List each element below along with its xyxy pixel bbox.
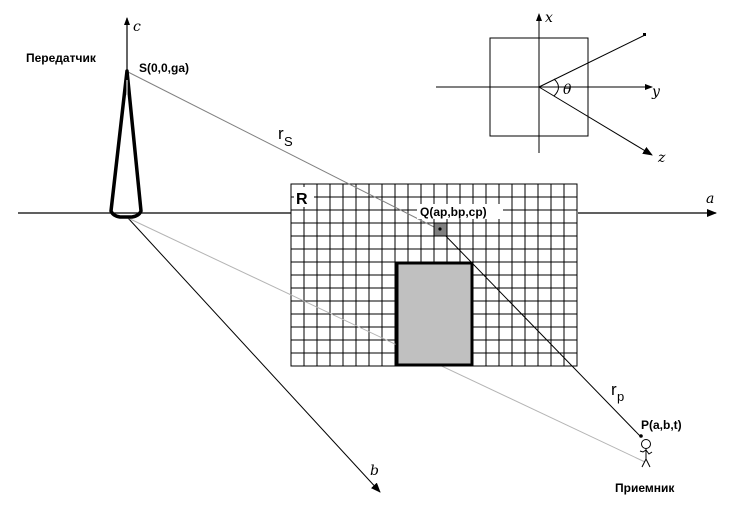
a-axis-label: a xyxy=(706,191,714,207)
inset-angle-label: θ xyxy=(563,82,572,98)
scatter-point xyxy=(438,227,442,231)
inset-z-axis xyxy=(538,86,653,156)
b-axis xyxy=(127,217,381,493)
svg-text:r: r xyxy=(278,124,284,143)
svg-text:p: p xyxy=(617,389,624,404)
transmitter-label: Передатчик xyxy=(26,51,97,65)
source-point-label: S(0,0,ga) xyxy=(139,61,189,75)
receiver-point-label: P(a,b,t) xyxy=(641,418,682,432)
receiver-person-icon xyxy=(639,434,653,468)
ray-s-to-q xyxy=(127,71,441,231)
ray-ground-to-p xyxy=(127,217,646,463)
receiver-label: Приемник xyxy=(615,481,675,495)
inset-coordinate-diagram: x y z θ xyxy=(436,10,666,166)
scatter-point-label: Q(ap,bp,cp) xyxy=(420,205,487,219)
inset-z-label: z xyxy=(657,150,666,166)
b-axis-label: b xyxy=(370,463,379,479)
transmitter-tower xyxy=(109,69,143,219)
r-s-label: r S xyxy=(278,124,293,149)
r-p-label: r p xyxy=(611,380,624,404)
region-label: R xyxy=(296,191,308,208)
inset-y-label: y xyxy=(651,84,661,100)
inset-angle-arc xyxy=(553,78,559,97)
svg-text:r: r xyxy=(611,380,617,399)
svg-text:S: S xyxy=(284,134,293,149)
building xyxy=(395,261,474,367)
inset-direction-line xyxy=(538,34,646,88)
inset-x-label: x xyxy=(545,10,553,26)
c-axis-label: c xyxy=(133,19,141,35)
